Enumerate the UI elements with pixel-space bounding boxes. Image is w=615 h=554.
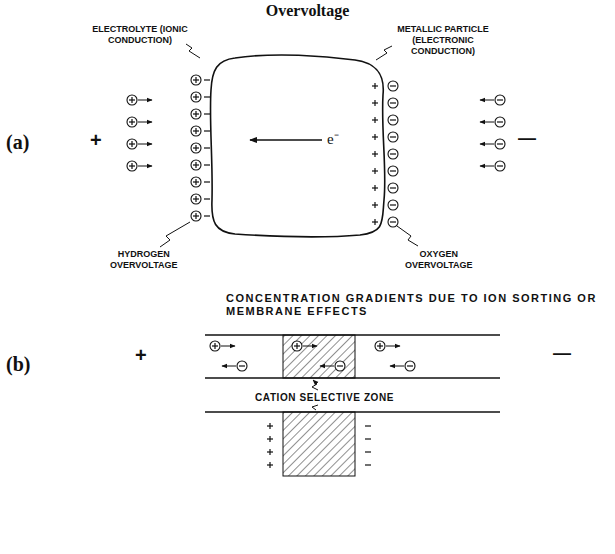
charge-mark	[374, 134, 375, 140]
ion-symbol	[320, 361, 345, 371]
charge-mark	[374, 168, 375, 174]
callout-label: CATION SELECTIVE ZONE	[255, 392, 394, 404]
electrode-sign: —	[553, 343, 571, 365]
charge-mark	[269, 423, 270, 429]
charge-mark	[374, 117, 375, 123]
ion-symbol	[388, 183, 398, 193]
ion-symbol	[292, 341, 317, 351]
ion-symbol	[127, 95, 152, 105]
ion-symbol	[191, 92, 201, 102]
ion-symbol	[480, 95, 505, 105]
callout-label: OXYGEN OVERVOLTAGE	[405, 249, 473, 271]
ion-symbol	[127, 139, 152, 149]
charge-symbols	[127, 75, 505, 468]
charge-mark	[269, 449, 270, 455]
ion-symbol	[210, 341, 235, 351]
leader-line	[397, 226, 418, 246]
ion-symbol	[390, 361, 415, 371]
leader-line	[376, 46, 392, 60]
ion-symbol	[480, 161, 505, 171]
charge-mark	[269, 462, 270, 468]
particle-outline	[210, 55, 384, 237]
charge-mark	[204, 147, 210, 148]
ion-symbol	[388, 217, 398, 227]
charge-mark	[204, 198, 210, 199]
ion-symbol	[191, 109, 201, 119]
selective-zone	[283, 335, 355, 378]
channel-wall	[205, 411, 500, 412]
ion-symbol	[480, 117, 505, 127]
region-label: METALLIC PARTICLE (ELECTRONIC CONDUCTION…	[380, 24, 506, 56]
ion-symbol	[388, 132, 398, 142]
charge-mark	[204, 181, 210, 182]
ion-symbol	[191, 160, 201, 170]
leader-line	[312, 380, 318, 390]
leader-line	[186, 44, 200, 58]
leader-line	[160, 222, 190, 247]
region-label: ELECTROLYTE (IONIC CONDUCTION)	[90, 24, 190, 46]
ion-symbol	[388, 166, 398, 176]
ion-symbol	[191, 177, 201, 187]
ion-symbol	[388, 115, 398, 125]
charge-mark	[365, 464, 371, 465]
title: Overvoltage	[0, 1, 615, 20]
electrode-sign: +	[135, 343, 147, 367]
ion-symbol	[388, 200, 398, 210]
charge-mark	[374, 202, 375, 208]
ion-symbol	[388, 98, 398, 108]
particle-outline	[195, 50, 395, 240]
ion-symbol	[191, 211, 201, 221]
charge-mark	[365, 438, 371, 439]
charge-mark	[374, 151, 375, 157]
charge-mark	[374, 185, 375, 191]
charge-mark	[365, 425, 371, 426]
metal-particle: e⁻	[195, 50, 395, 240]
ion-symbol	[191, 126, 201, 136]
charge-mark	[204, 130, 210, 131]
callout-label: HYDROGEN OVERVOLTAGE	[110, 249, 178, 271]
selective-zone	[283, 412, 355, 476]
charge-mark	[374, 219, 375, 225]
particle-label: e⁻	[327, 130, 339, 148]
charge-mark	[365, 451, 371, 452]
ion-symbol	[480, 139, 505, 149]
section-heading: CONCENTRATION GRADIENTS DUE TO ION SORTI…	[226, 292, 611, 318]
charge-mark	[269, 436, 270, 442]
ion-symbol	[388, 149, 398, 159]
ion-symbol	[375, 341, 400, 351]
charge-mark	[374, 100, 375, 106]
ion-symbol	[127, 161, 152, 171]
leader-line	[312, 405, 318, 410]
charge-mark	[204, 96, 210, 97]
ion-symbol	[222, 361, 247, 371]
ion-symbol	[191, 143, 201, 153]
ion-symbol	[191, 75, 201, 85]
channel-wall	[205, 334, 500, 335]
part-label: (b)	[6, 352, 30, 376]
charge-mark	[204, 113, 210, 114]
ion-symbol	[388, 81, 398, 91]
charge-mark	[374, 83, 375, 89]
charge-mark	[204, 164, 210, 165]
part-label: (a)	[6, 130, 29, 154]
charge-mark	[204, 215, 210, 216]
channel-wall	[205, 377, 500, 378]
electron-arrow	[250, 139, 322, 140]
electrode-sign: —	[518, 128, 536, 150]
charge-mark	[204, 79, 210, 80]
ion-symbol	[127, 117, 152, 127]
electrode-sign: +	[90, 128, 102, 152]
ion-symbol	[191, 194, 201, 204]
